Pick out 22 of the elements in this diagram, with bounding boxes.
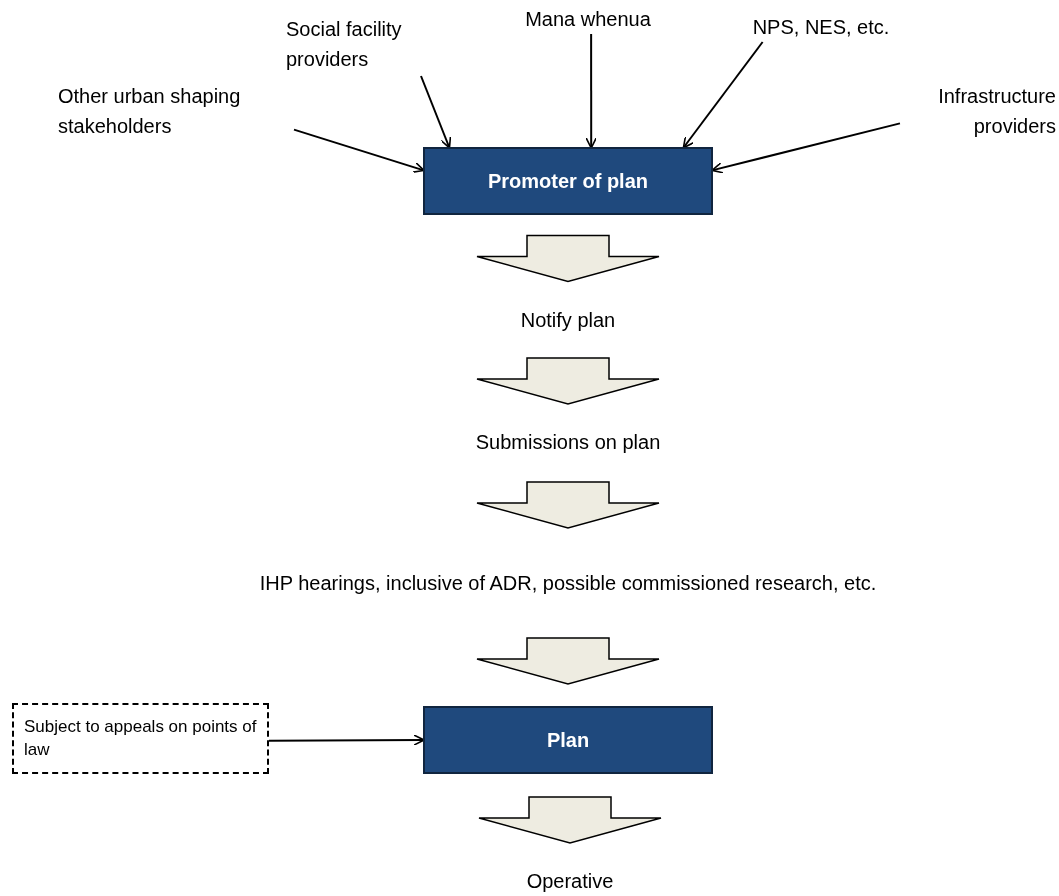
step-label: Notify plan: [520, 308, 616, 333]
step-label: Infrastructure providers: [937, 84, 1056, 139]
arrow: [420, 75, 452, 149]
process-box: Promoter of plan: [423, 147, 713, 215]
arrow: [293, 128, 425, 173]
block-arrow: [478, 796, 662, 844]
block-arrow: [476, 637, 660, 685]
step-label: Submissions on plan: [475, 430, 661, 455]
step-label: Other urban shaping stakeholders: [58, 84, 242, 139]
process-box: Plan: [423, 706, 713, 774]
arrow: [268, 734, 425, 746]
step-label: IHP hearings, inclusive of ADR, possible commissioned research, etc.: [259, 571, 877, 596]
block-arrow: [476, 357, 660, 405]
step-label: Social facility providers: [286, 17, 403, 72]
arrow: [585, 33, 597, 149]
step-label: Mana whenua: [525, 7, 651, 32]
block-arrow: [476, 481, 660, 529]
step-label: Operative: [526, 869, 614, 894]
note-box: Subject to appeals on points of law: [12, 703, 269, 774]
arrow: [682, 41, 764, 149]
step-label: NPS, NES, etc.: [752, 15, 890, 40]
block-arrow: [476, 234, 660, 283]
